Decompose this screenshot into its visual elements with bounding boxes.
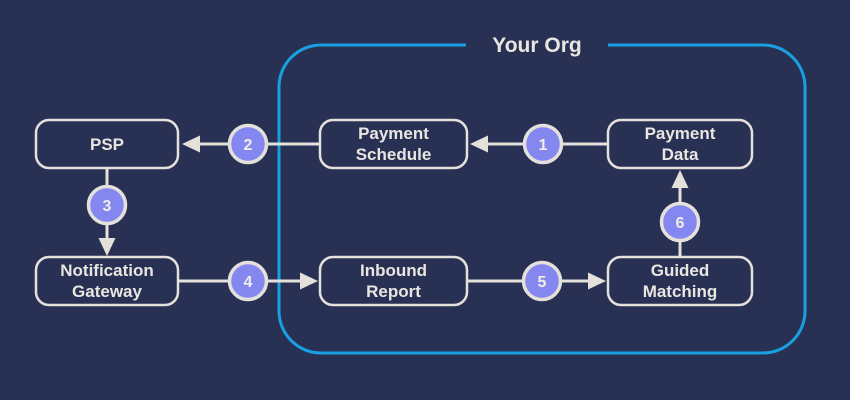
step-badge-3: 3 bbox=[86, 184, 128, 226]
node-inbound-report-box bbox=[318, 255, 469, 307]
arrowhead-right-icon bbox=[300, 272, 318, 290]
arrowhead-up-icon bbox=[671, 170, 689, 188]
step-number-3: 3 bbox=[103, 198, 112, 215]
step-badge-5: 5 bbox=[521, 260, 563, 302]
step-badge-1: 1 bbox=[522, 123, 564, 165]
org-container-title: Your Org bbox=[492, 34, 581, 57]
step-badge-4: 4 bbox=[227, 260, 269, 302]
arrowhead-left-icon bbox=[182, 135, 200, 153]
step-circle-3 bbox=[86, 184, 128, 226]
step-circle-5 bbox=[521, 260, 563, 302]
node-notification-gateway-label-line1: Notification bbox=[60, 261, 154, 280]
node-guided-matching-box bbox=[606, 255, 754, 307]
step-number-6: 6 bbox=[676, 215, 685, 232]
node-payment-schedule-box bbox=[318, 118, 469, 170]
step-badges: 1 2 3 4 5 6 bbox=[86, 123, 701, 302]
step-number-2: 2 bbox=[244, 137, 253, 154]
node-inbound-report-label-line1: Inbound bbox=[360, 261, 427, 280]
arrowhead-right-icon bbox=[588, 272, 606, 290]
node-guided-matching-label-line2: Matching bbox=[643, 282, 718, 301]
org-title-gap bbox=[466, 37, 608, 53]
arrowhead-down-icon bbox=[98, 238, 116, 256]
step-number-4: 4 bbox=[244, 274, 253, 291]
node-payment-schedule-label-line2: Schedule bbox=[356, 145, 432, 164]
node-payment-schedule: Payment Schedule bbox=[318, 118, 469, 170]
node-payment-data-box bbox=[606, 118, 754, 170]
step-circle-2 bbox=[227, 123, 269, 165]
node-psp-box bbox=[34, 118, 180, 170]
node-payment-data-label-line2: Data bbox=[662, 145, 699, 164]
step-circle-6 bbox=[659, 201, 701, 243]
arrowhead-left-icon bbox=[470, 135, 488, 153]
node-payment-data: Payment Data bbox=[606, 118, 754, 170]
step-number-1: 1 bbox=[539, 137, 548, 154]
org-container: Your Org bbox=[277, 34, 807, 355]
node-psp-label: PSP bbox=[90, 135, 124, 154]
node-guided-matching-label-line1: Guided bbox=[651, 261, 710, 280]
node-payment-data-label-line1: Payment bbox=[645, 124, 716, 143]
node-psp: PSP bbox=[34, 118, 180, 170]
step-circle-4 bbox=[227, 260, 269, 302]
step-badge-2: 2 bbox=[227, 123, 269, 165]
node-payment-schedule-label-line1: Payment bbox=[358, 124, 429, 143]
node-notification-gateway-box bbox=[34, 255, 180, 307]
node-guided-matching: Guided Matching bbox=[606, 255, 754, 307]
step-badge-6: 6 bbox=[659, 201, 701, 243]
node-inbound-report: Inbound Report bbox=[318, 255, 469, 307]
node-notification-gateway: Notification Gateway bbox=[34, 255, 180, 307]
node-inbound-report-label-line2: Report bbox=[366, 282, 421, 301]
step-circle-1 bbox=[522, 123, 564, 165]
node-notification-gateway-label-line2: Gateway bbox=[72, 282, 142, 301]
step-number-5: 5 bbox=[538, 274, 547, 291]
org-container-border bbox=[277, 43, 807, 355]
